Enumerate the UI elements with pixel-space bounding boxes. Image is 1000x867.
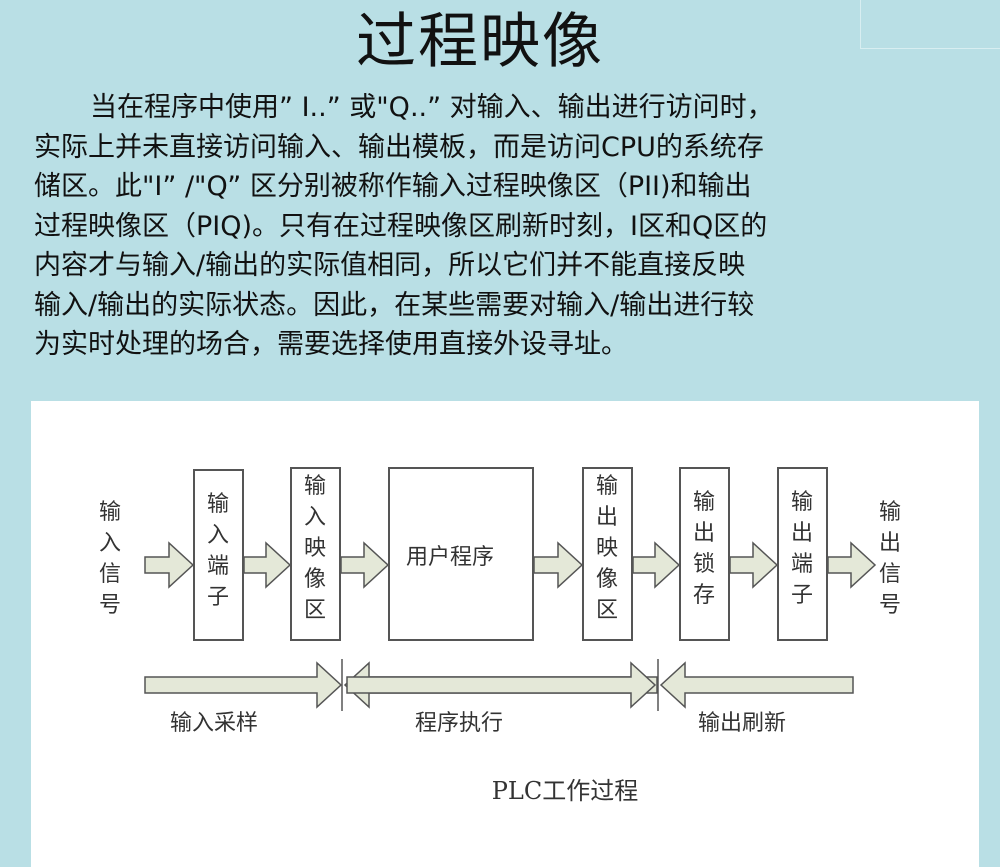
program-execution-arrow-right-icon — [346, 661, 657, 709]
input-image-box: 输入映像区 — [290, 467, 341, 641]
phase-program-execution: 程序执行 — [415, 711, 504, 736]
input-terminal-box: 输入端子 — [193, 469, 244, 641]
box-label: 输出锁存 — [692, 490, 715, 608]
box-label: 输出映像区 — [595, 474, 618, 623]
paragraph-line: 内容才与输入/输出的实际值相同，所以它们并不能直接反映 — [34, 250, 746, 281]
output-image-box: 输出映像区 — [582, 467, 633, 641]
paragraph-line: 储区。此"I” /"Q” 区分别被称作输入过程映像区（PII)和输出 — [34, 171, 752, 202]
plc-diagram: 输入信号 输出信号 输入端子 输入映像区 用户程序 输出映像区 输出锁存 输出端… — [31, 401, 979, 867]
flow-arrow-icon — [827, 541, 877, 589]
output-refresh-arrow-icon — [659, 661, 854, 709]
flow-arrow-icon — [340, 541, 390, 589]
flow-arrow-icon — [729, 541, 779, 589]
user-program-box: 用户程序 — [388, 467, 534, 641]
output-terminal-box: 输出端子 — [777, 467, 828, 641]
body-paragraph: 当在程序中使用” I..” 或"Q..” 对输入、输出进行访问时， 实际上并未直… — [34, 88, 974, 365]
input-signal-label: 输入信号 — [98, 500, 121, 618]
phase-input-sampling: 输入采样 — [170, 711, 259, 736]
diagram-caption: PLC工作过程 — [491, 777, 639, 805]
box-label: 输出端子 — [790, 490, 813, 608]
output-latch-box: 输出锁存 — [679, 467, 730, 641]
arrow-layer — [144, 541, 877, 711]
box-label: 输入端子 — [206, 492, 229, 610]
paragraph-line: 为实时处理的场合，需要选择使用直接外设寻址。 — [34, 329, 628, 360]
flow-arrow-icon — [533, 541, 584, 589]
flow-arrow-icon — [243, 541, 292, 589]
box-label: 用户程序 — [406, 545, 495, 570]
flow-arrow-icon — [144, 541, 195, 589]
box-label: 输入映像区 — [303, 474, 326, 623]
paragraph-line: 当在程序中使用” I..” 或"Q..” 对输入、输出进行访问时， — [90, 92, 774, 123]
slide-title: 过程映像 — [356, 7, 604, 77]
phase-output-refresh: 输出刷新 — [698, 711, 787, 736]
input-sampling-arrow-icon — [144, 661, 343, 709]
paragraph-line: 实际上并未直接访问输入、输出模板，而是访问CPU的系统存 — [34, 131, 764, 163]
flow-arrow-icon — [632, 541, 681, 589]
paragraph-line: 输入/输出的实际状态。因此，在某些需要对输入/输出进行较 — [34, 289, 755, 321]
output-signal-label: 输出信号 — [878, 500, 901, 618]
paragraph-line: 过程映像区（PIQ)。只有在过程映像区刷新时刻，I区和Q区的 — [34, 210, 768, 242]
corner-frame — [860, 0, 1000, 49]
